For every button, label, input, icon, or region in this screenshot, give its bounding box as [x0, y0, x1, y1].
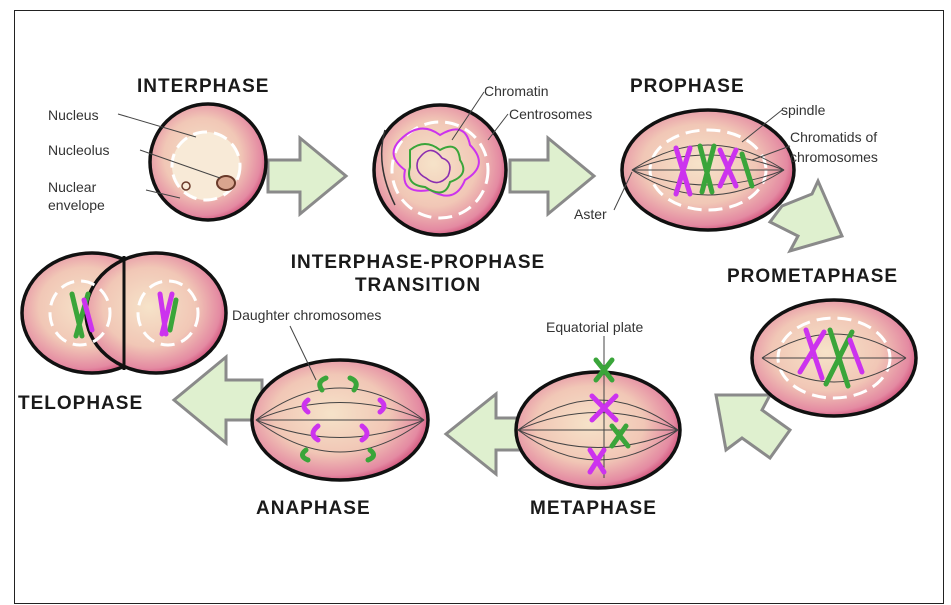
- telophase-cell: [22, 253, 226, 373]
- stage-metaphase: METAPHASE: [530, 498, 657, 519]
- label-nucleus: Nucleus: [48, 107, 99, 123]
- stage-anaphase: ANAPHASE: [256, 498, 371, 519]
- stage-prophase: PROPHASE: [630, 76, 745, 97]
- transition-cell: [374, 105, 506, 235]
- label-aster: Aster: [574, 206, 607, 222]
- label-equatorial-plate: Equatorial plate: [546, 319, 644, 335]
- label-centrosomes: Centrosomes: [509, 106, 592, 122]
- label-daughter-chromosomes: Daughter chromosomes: [232, 307, 381, 323]
- arrow-prometaphase-to-metaphase: [716, 395, 790, 458]
- label-spindle: spindle: [781, 102, 826, 118]
- label-chromatids-line2: chromosomes: [790, 149, 878, 165]
- arrow-interphase-to-transition: [268, 138, 346, 214]
- metaphase-cell: [516, 350, 680, 488]
- arrow-transition-to-prophase: [510, 138, 594, 214]
- label-chromatin: Chromatin: [484, 83, 549, 99]
- label-nucleolus: Nucleolus: [48, 142, 109, 158]
- label-chromatids-line1: Chromatids of: [790, 129, 877, 145]
- stage-interphase: INTERPHASE: [137, 76, 269, 97]
- interphase-cell: [150, 104, 266, 220]
- prometaphase-cell: [752, 300, 916, 416]
- stage-transition-line2: TRANSITION: [355, 275, 481, 296]
- label-nuclear-envelope-line1: Nuclear: [48, 179, 97, 195]
- stage-prometaphase: PROMETAPHASE: [727, 266, 898, 287]
- anaphase-cell: [252, 360, 428, 480]
- stage-telophase: TELOPHASE: [18, 393, 143, 414]
- prophase-cell: [622, 110, 794, 230]
- arrow-anaphase-to-telophase: [174, 357, 262, 443]
- label-nuclear-envelope-line2: envelope: [48, 197, 105, 213]
- stage-transition-line1: INTERPHASE-PROPHASE: [291, 252, 545, 273]
